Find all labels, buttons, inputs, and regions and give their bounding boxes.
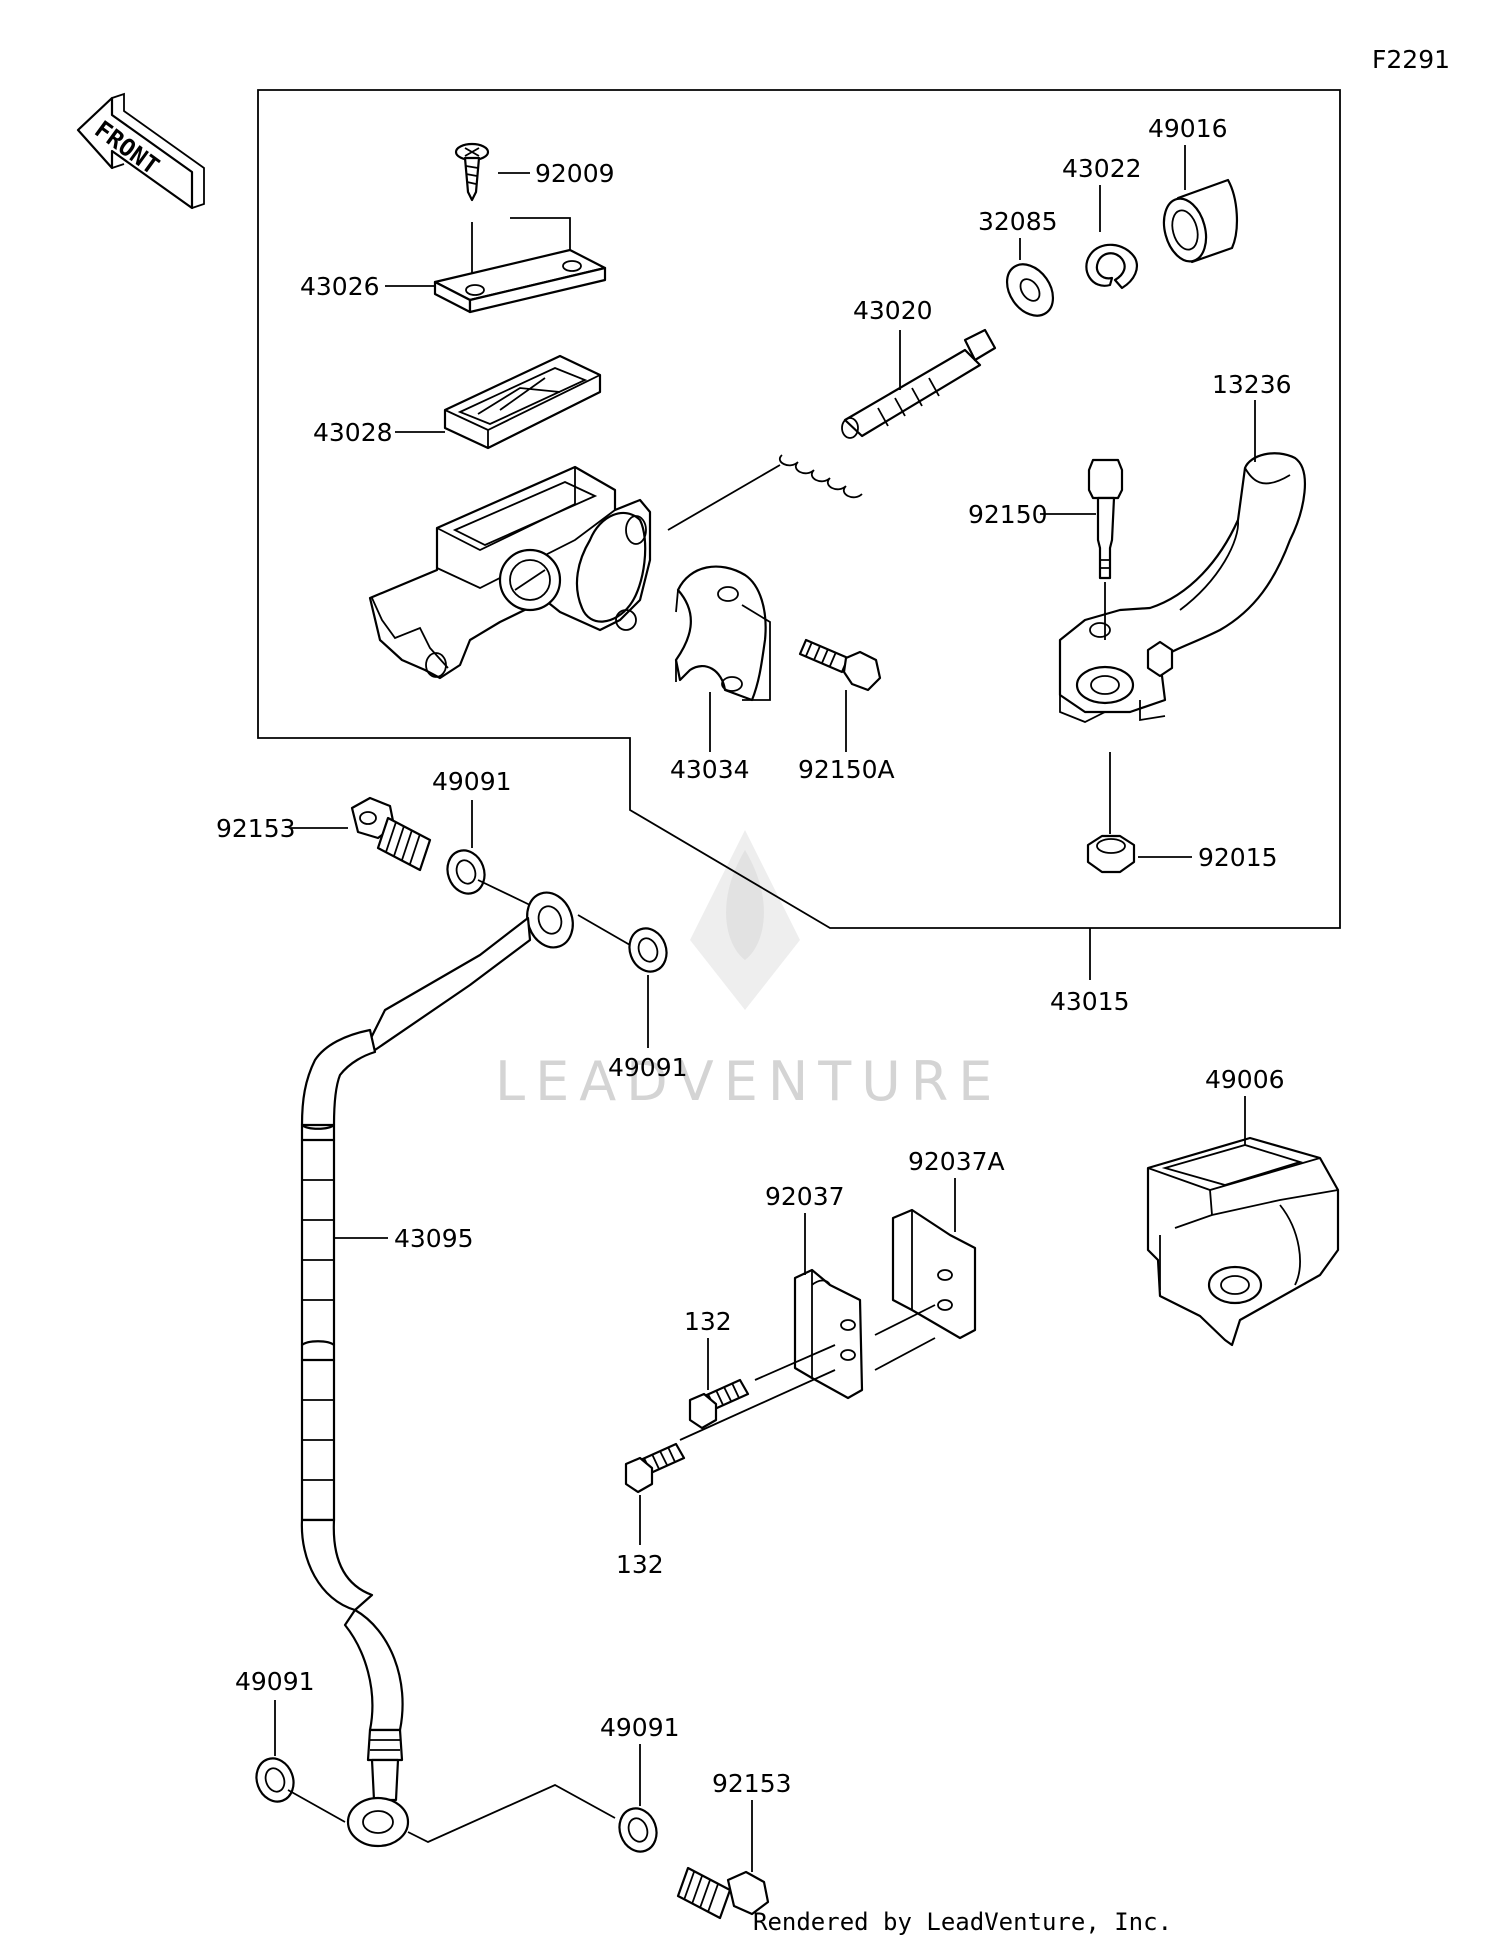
label-gasket-bottom-1: 49091 bbox=[235, 1667, 315, 1696]
label-holder-bolt: 92150A bbox=[798, 755, 895, 784]
holder-43034 bbox=[674, 565, 767, 702]
label-hose: 43095 bbox=[394, 1224, 474, 1253]
label-gasket-bottom-2: 49091 bbox=[600, 1713, 680, 1742]
label-lever: 13236 bbox=[1212, 370, 1292, 399]
bolt-lower-132 bbox=[624, 1442, 686, 1494]
label-gasket-top-2: 49091 bbox=[608, 1053, 688, 1082]
label-diaphragm: 43028 bbox=[313, 418, 393, 447]
label-screw: 92009 bbox=[535, 159, 615, 188]
label-gasket-top-1: 49091 bbox=[432, 767, 512, 796]
credit-text: Rendered by LeadVenture, Inc. bbox=[753, 1908, 1172, 1936]
label-bolt-lower: 132 bbox=[616, 1550, 664, 1579]
gasket-bottom-2-49091 bbox=[618, 1807, 658, 1853]
master-cylinder-body bbox=[368, 465, 652, 680]
hose-43095 bbox=[300, 1028, 404, 1802]
label-clamp-a: 92037A bbox=[908, 1147, 1005, 1176]
washer-32085 bbox=[1005, 263, 1055, 317]
cap-43026 bbox=[433, 248, 607, 314]
circlip-43022 bbox=[1085, 243, 1139, 290]
gasket-top-2-49091 bbox=[628, 927, 668, 973]
screw-92009 bbox=[454, 142, 490, 202]
label-assembly: 43015 bbox=[1050, 987, 1130, 1016]
gasket-top-1-49091 bbox=[446, 849, 486, 895]
watermark: LEADVENTURE bbox=[495, 830, 1002, 1113]
label-bolt-upper: 132 bbox=[684, 1307, 732, 1336]
label-pivot-bolt: 92150 bbox=[968, 500, 1048, 529]
label-washer: 32085 bbox=[978, 207, 1058, 236]
lever-13236 bbox=[1058, 452, 1307, 723]
hose-banjo-top bbox=[368, 891, 574, 1052]
banjo-bolt-bottom-92153 bbox=[676, 1866, 770, 1920]
label-circlip: 43022 bbox=[1062, 154, 1142, 183]
bolt-upper-132 bbox=[688, 1378, 750, 1430]
label-cap: 43026 bbox=[300, 272, 380, 301]
clamp-92037 bbox=[793, 1268, 864, 1400]
guard-49006 bbox=[1146, 1136, 1340, 1347]
banjo-bolt-top-92153 bbox=[350, 796, 432, 872]
piston-43020 bbox=[779, 328, 997, 499]
boot-49016 bbox=[1162, 178, 1239, 264]
label-nut: 92015 bbox=[1198, 843, 1278, 872]
watermark-text: LEADVENTURE bbox=[495, 1050, 1002, 1113]
label-holder: 43034 bbox=[670, 755, 750, 784]
pivot-bolt-92150 bbox=[1087, 458, 1124, 580]
label-clamp: 92037 bbox=[765, 1182, 845, 1211]
front-arrow-icon: FRONT bbox=[76, 92, 205, 210]
assembly-outline bbox=[257, 89, 1341, 929]
clamp-a-92037A bbox=[891, 1208, 977, 1340]
label-boot: 49016 bbox=[1148, 114, 1228, 143]
diaphragm-43028 bbox=[443, 354, 602, 450]
nut-92015 bbox=[1086, 834, 1136, 874]
label-banjo-bolt-top: 92153 bbox=[216, 814, 296, 843]
label-banjo-bolt-bottom: 92153 bbox=[712, 1769, 792, 1798]
hose-banjo-bottom bbox=[346, 1796, 410, 1848]
label-piston: 43020 bbox=[853, 296, 933, 325]
gasket-bottom-1-49091 bbox=[255, 1757, 295, 1803]
label-guard: 49006 bbox=[1205, 1065, 1285, 1094]
figure-code: F2291 bbox=[1372, 45, 1450, 74]
holder-bolt-92150A bbox=[798, 638, 882, 692]
